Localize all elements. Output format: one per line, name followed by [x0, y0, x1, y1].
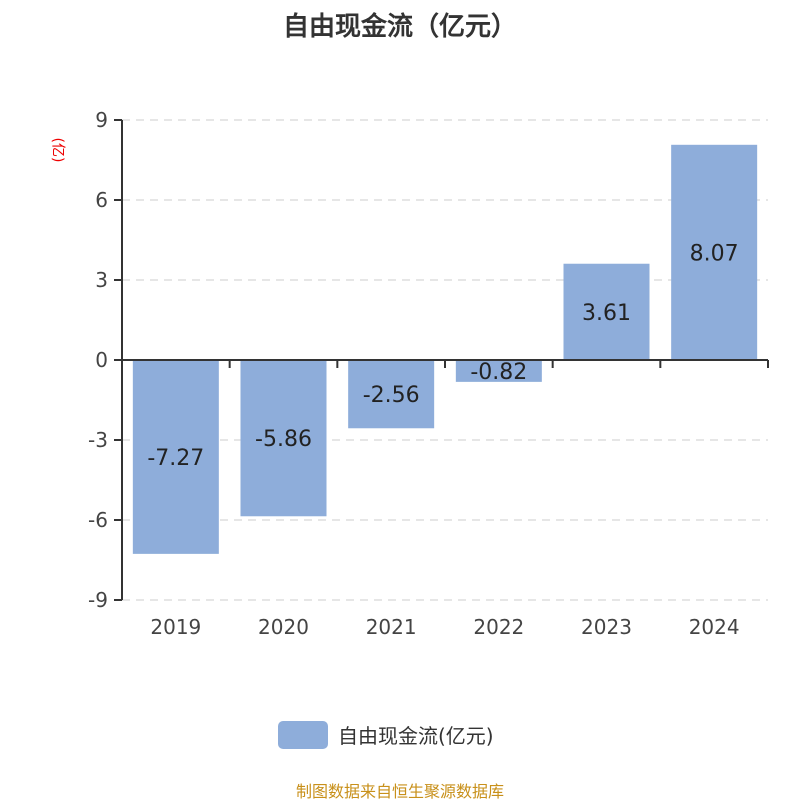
x-tick-label: 2020: [258, 615, 309, 639]
data-label: -7.27: [147, 446, 204, 471]
legend-label: 自由现金流(亿元): [338, 724, 494, 748]
bar: [563, 263, 650, 360]
y-tick-label: 9: [95, 108, 108, 132]
y-tick-label: -9: [88, 588, 108, 612]
bar: [132, 360, 219, 554]
bar: [671, 144, 758, 360]
bar: [240, 360, 327, 517]
y-tick-label: 6: [95, 188, 108, 212]
legend[interactable]: 自由现金流(亿元): [278, 720, 494, 749]
data-label: 3.61: [582, 301, 631, 326]
x-tick-label: 2024: [689, 615, 740, 639]
data-label: -5.86: [255, 427, 312, 452]
y-tick-label: 0: [95, 348, 108, 372]
data-label: -2.56: [363, 383, 420, 408]
data-label: -0.82: [470, 360, 527, 385]
x-tick-label: 2021: [366, 615, 417, 639]
legend-swatch: [278, 720, 328, 749]
bar: [455, 360, 542, 382]
x-tick-label: 2019: [150, 615, 201, 639]
source-note: 制图数据来自恒生聚源数据库: [295, 782, 504, 801]
x-tick-label: 2023: [581, 615, 632, 639]
y-tick-label: -3: [88, 428, 108, 452]
y-tick-label: 3: [95, 268, 108, 292]
bar: [348, 360, 435, 429]
x-tick-label: 2022: [473, 615, 524, 639]
chart-title: 自由现金流（亿元）: [282, 12, 517, 42]
data-label: 8.07: [690, 241, 739, 266]
y-tick-label: -6: [88, 508, 108, 532]
